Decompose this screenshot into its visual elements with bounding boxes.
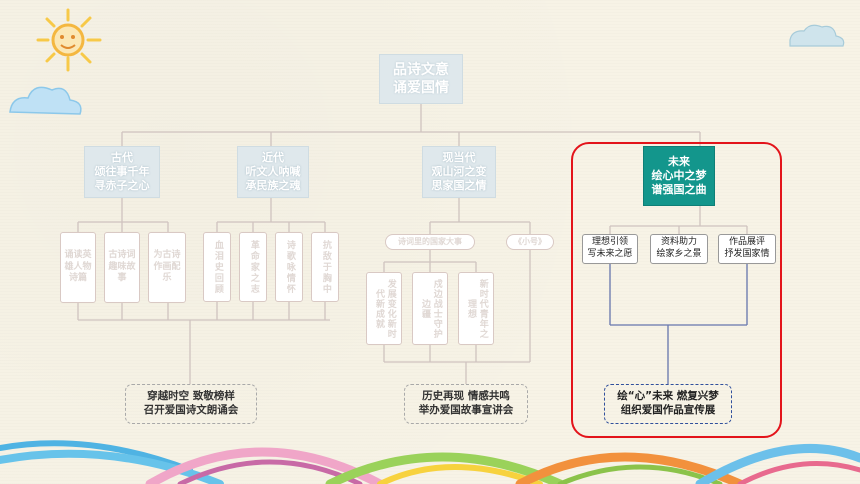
footer-line1: 绘“心”未来 燃复兴梦 bbox=[617, 390, 719, 403]
category-title: 未来 bbox=[668, 154, 690, 168]
category-line1: 听文人呐喊 bbox=[245, 164, 301, 178]
category-title: 现当代 bbox=[442, 150, 476, 164]
subitem-line2: 绘家乡之景 bbox=[656, 249, 702, 259]
subitem-modern-3: 诗歌咏情怀 bbox=[275, 232, 303, 302]
root-line1: 品诗文意 bbox=[393, 61, 449, 78]
cloud-icon bbox=[789, 24, 845, 47]
sun-icon bbox=[36, 8, 102, 72]
category-line1: 颂往事千年 bbox=[94, 164, 150, 178]
category-line2: 谱强国之曲 bbox=[651, 183, 707, 197]
future-connector-lines bbox=[609, 264, 748, 384]
subitem-line2: 抒发国家情 bbox=[724, 249, 770, 259]
footer-line1: 穿越时空 致敬榜样 bbox=[147, 390, 235, 403]
highlight-frame bbox=[571, 142, 782, 438]
subitem-future-3: 作品展评 抒发国家情 bbox=[718, 234, 776, 264]
root-line2: 诵爱国情 bbox=[393, 80, 449, 96]
category-line1: 观山河之变 bbox=[431, 164, 487, 178]
category-line1: 绘心中之梦 bbox=[651, 168, 707, 182]
subitem-modern-2: 革命家之志 bbox=[239, 232, 267, 302]
crayon-arcs-decoration bbox=[0, 440, 860, 484]
pill-xiaohao: 《小号》 bbox=[506, 234, 554, 250]
subitem-ancient-3: 为古诗作画配乐 bbox=[148, 232, 186, 303]
category-modern: 近代 听文人呐喊 承民族之魂 bbox=[237, 146, 309, 198]
footer-line2: 举办爱国故事宣讲会 bbox=[418, 404, 514, 416]
footer-line1: 历史再现 情感共鸣 bbox=[422, 390, 510, 403]
subitem-ancient-1: 诵读英雄人物诗篇 bbox=[60, 232, 96, 303]
subitem-line2: 写未来之愿 bbox=[587, 249, 633, 259]
footer-line2: 组织爱国作品宣传展 bbox=[620, 404, 716, 416]
subitem-contemporary-2: 戍边战士守护边疆 bbox=[412, 272, 448, 345]
cloud-icon bbox=[9, 86, 82, 115]
category-contemporary: 现当代 观山河之变 思家国之情 bbox=[422, 146, 496, 198]
footer-line2: 召开爱国诗文朗诵会 bbox=[143, 404, 239, 416]
pill-national-events: 诗词里的国家大事 bbox=[385, 234, 475, 250]
category-title: 近代 bbox=[262, 150, 284, 164]
category-line2: 寻赤子之心 bbox=[94, 179, 150, 193]
footer-future: 绘“心”未来 燃复兴梦 组织爱国作品宣传展 bbox=[604, 384, 732, 424]
footer-ancient: 穿越时空 致敬榜样 召开爱国诗文朗诵会 bbox=[125, 384, 257, 424]
category-ancient: 古代 颂往事千年 寻赤子之心 bbox=[84, 146, 160, 198]
footer-contemporary: 历史再现 情感共鸣 举办爱国故事宣讲会 bbox=[404, 384, 528, 424]
subitem-contemporary-3: 新时代青年之理想 bbox=[458, 272, 494, 345]
subitem-line1: 资料助力 bbox=[660, 237, 697, 248]
subitem-ancient-2: 古诗词趣味故事 bbox=[104, 232, 140, 303]
subitem-future-1: 理想引领 写未来之愿 bbox=[582, 234, 638, 264]
category-line2: 思家国之情 bbox=[431, 179, 487, 193]
root-node: 品诗文意 诵爱国情 bbox=[379, 54, 463, 104]
subitem-line1: 理想引领 bbox=[591, 237, 628, 248]
category-line2: 承民族之魂 bbox=[245, 179, 301, 193]
subitem-line1: 作品展评 bbox=[728, 237, 765, 248]
subitem-modern-1: 血泪史回顾 bbox=[203, 232, 231, 302]
category-future: 未来 绘心中之梦 谱强国之曲 bbox=[643, 146, 715, 206]
subitem-contemporary-1: 发展变化新时代新成就 bbox=[366, 272, 402, 345]
subitem-modern-4: 抗敌于胸中 bbox=[311, 232, 339, 302]
category-title: 古代 bbox=[111, 150, 133, 164]
subitem-future-2: 资料助力 绘家乡之景 bbox=[650, 234, 708, 264]
